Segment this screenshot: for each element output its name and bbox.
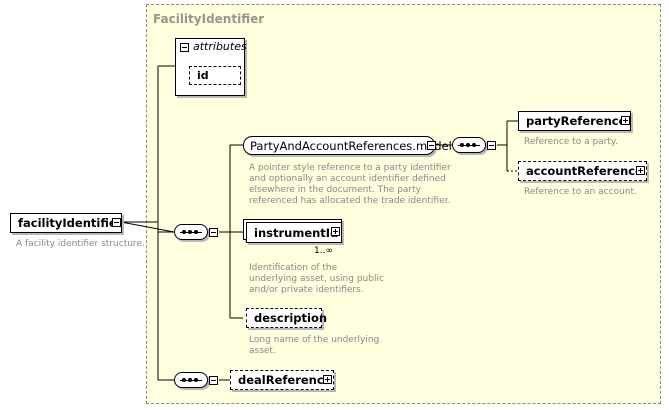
party-and-account-references-model[interactable]: PartyAndAccountReferences.model — [243, 136, 452, 155]
party-reference-doc: Reference to a party. — [524, 137, 618, 147]
inner-sequence-collapse-icon[interactable] — [487, 141, 496, 150]
party-reference-expand-icon[interactable] — [621, 116, 630, 125]
sequence-dot — [188, 378, 192, 382]
deal-sequence-collapse-icon[interactable] — [209, 376, 218, 385]
account-reference-element[interactable]: accountReference — [518, 161, 647, 181]
inner-sequence-compositor[interactable] — [452, 137, 486, 153]
sequence-dot — [182, 378, 186, 382]
model-label: PartyAndAccountReferences.model — [250, 138, 452, 153]
main-sequence-collapse-icon[interactable] — [209, 228, 218, 237]
instrument-id-front-label: instrumentId — [254, 225, 339, 240]
model-doc-line: and optionally an account identifier def… — [249, 174, 446, 184]
model-doc-line: elsewhere in the document. The party — [249, 185, 421, 195]
description-doc: Long name of the underlying asset. — [249, 335, 379, 357]
party-reference-element[interactable]: partyReference — [518, 111, 631, 131]
instrument-id-doc-line: underlying asset, using public — [249, 274, 384, 284]
model-doc-line: referenced has allocated the trade ident… — [249, 196, 451, 206]
root-element-label: facilityIdentifier — [18, 216, 123, 230]
description-label: description — [254, 311, 328, 325]
description-doc-line: Long name of the underlying — [249, 335, 380, 345]
sequence-dot — [194, 378, 198, 382]
instrument-id-cardinality: 1..∞ — [314, 246, 333, 256]
attribute-id[interactable]: id — [189, 66, 241, 85]
sequence-dot — [460, 143, 464, 147]
account-reference-label: accountReference — [526, 164, 643, 178]
description-element[interactable]: description — [246, 308, 327, 328]
description-doc-line: asset. — [249, 346, 276, 356]
instrument-id-doc-line: Identification of the — [249, 263, 338, 273]
deal-reference-expand-icon[interactable] — [323, 375, 332, 384]
deal-reference-element[interactable]: dealReference — [230, 370, 334, 390]
attributes-label: attributes — [193, 40, 247, 53]
instrument-id-expand-icon[interactable] — [331, 227, 340, 236]
sequence-dot — [472, 143, 476, 147]
sequence-dot — [194, 230, 198, 234]
instrument-id-doc-line: and/or private identifiers. — [249, 285, 364, 295]
attributes-collapse-icon[interactable] — [180, 43, 189, 52]
deal-reference-label: dealReference — [238, 373, 332, 387]
sequence-dot — [188, 230, 192, 234]
party-reference-label: partyReference — [526, 114, 627, 128]
root-collapse-icon[interactable] — [112, 218, 121, 227]
model-collapse-icon[interactable] — [427, 141, 436, 150]
sequence-dot — [466, 143, 470, 147]
type-title: FacilityIdentifier — [153, 12, 265, 26]
main-sequence-compositor[interactable] — [174, 224, 208, 240]
root-element-facility-identifier[interactable]: facilityIdentifier — [10, 213, 122, 233]
instrument-id-element-front[interactable]: instrumentId — [246, 222, 342, 243]
model-doc: A pointer style reference to a party ide… — [249, 163, 451, 207]
account-reference-expand-icon[interactable] — [636, 166, 645, 175]
sequence-dot — [182, 230, 186, 234]
deal-sequence-compositor[interactable] — [174, 372, 208, 388]
account-reference-doc: Reference to an account. — [524, 187, 637, 197]
model-doc-line: A pointer style reference to a party ide… — [249, 163, 451, 173]
root-doc: A facility identifier structure. — [16, 239, 145, 249]
instrument-id-doc: Identification of the underlying asset, … — [249, 263, 384, 296]
